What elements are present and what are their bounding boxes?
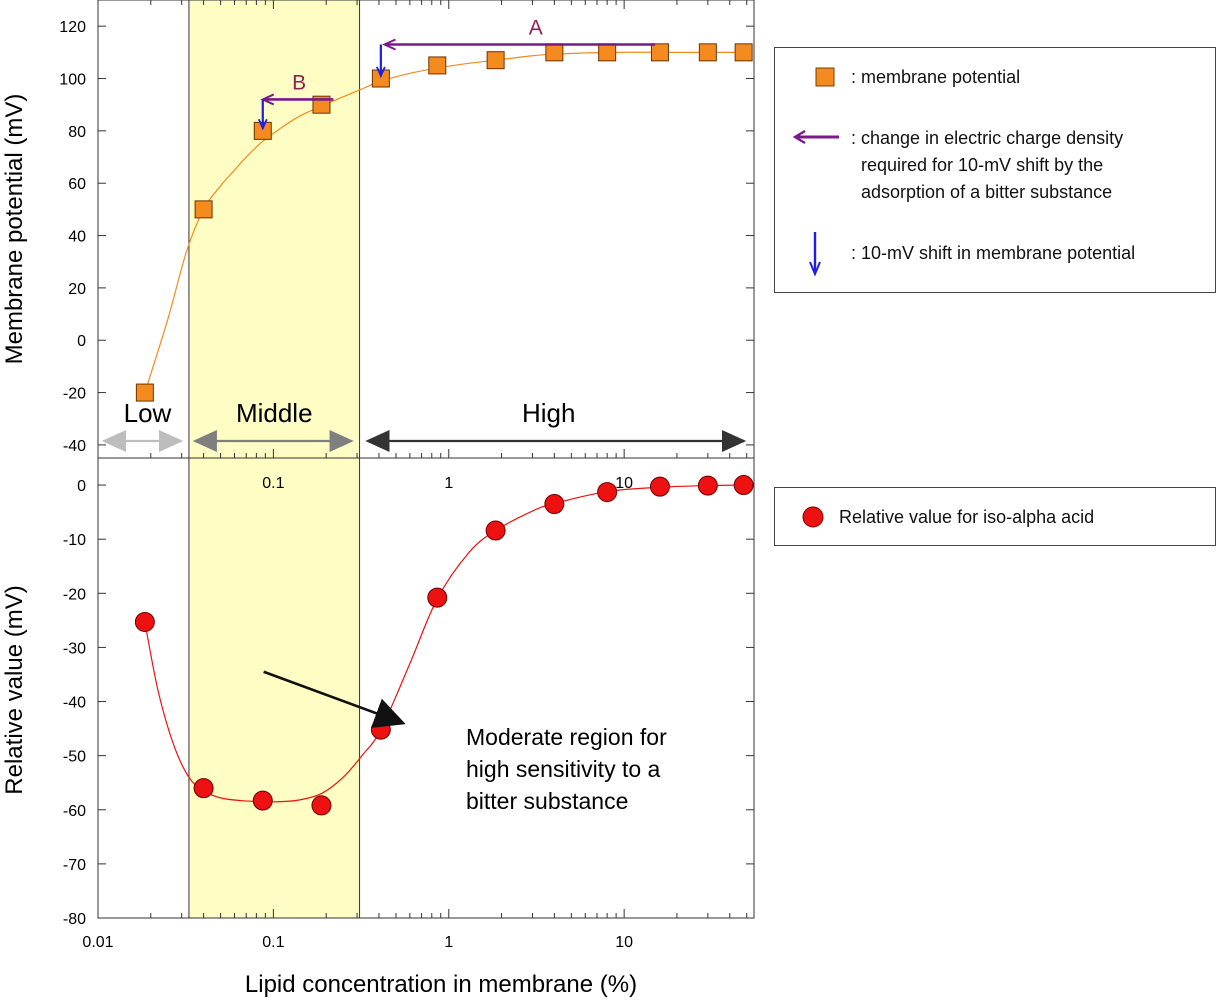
top-y-axis: -40 -20 0 20 40 60 80 100 120 <box>59 19 754 455</box>
top-y-tick-label: 20 <box>68 281 86 298</box>
relative-value-point <box>485 520 506 541</box>
relative-value-point <box>427 587 448 608</box>
bottom-x-tick-label: 1 <box>444 934 453 951</box>
region-label-low: Low <box>124 398 172 428</box>
top-y-tick-label: 60 <box>68 176 86 193</box>
relative-value-point <box>597 482 618 503</box>
legend-label-iso-alpha-acid: Relative value for iso-alpha acid <box>839 507 1095 527</box>
membrane-potential-point <box>486 51 505 70</box>
relative-value-point <box>733 475 754 496</box>
bottom-y-tick-label: -20 <box>63 586 86 603</box>
charge-shift-annotations: AB <box>257 16 656 131</box>
top-x-tick-label: 0.1 <box>262 475 284 492</box>
middle-region-shade <box>188 0 361 919</box>
relative-value-point <box>649 476 670 497</box>
bottom-y-tick-label: -50 <box>63 749 86 766</box>
membrane-potential-point <box>428 56 447 75</box>
top-panel: -40 -20 0 20 40 60 80 100 120 0.1 1 10 Low Middle Hi… <box>1 0 755 492</box>
bottom-x-axis: 0.01 0.1 1 10 <box>82 909 748 951</box>
bottom-plot-frame <box>97 457 755 919</box>
shift-arrowhead <box>376 66 386 79</box>
top-x-tick-label: 1 <box>444 475 453 492</box>
legend-label-charge-density-line-3: adsorption of a bitter substance <box>861 182 1113 202</box>
relative-value-point <box>697 475 718 496</box>
annotation-arrow <box>263 670 406 728</box>
legend-top: : membrane potential : change in electri… <box>774 47 1216 293</box>
shift-arrowhead <box>257 118 268 131</box>
annotation-text-line: Moderate region for <box>466 724 667 750</box>
bottom-x-tick-label: 10 <box>615 934 633 951</box>
bottom-panel: -80 -70 -60 -50 -40 -30 -20 -10 0 0.01 0.1 1 10 Mod… <box>1 457 755 998</box>
legend-bottom: Relative value for iso-alpha acid <box>774 487 1216 546</box>
membrane-potential-point <box>545 43 564 62</box>
bottom-y-tick-label: -70 <box>63 857 86 874</box>
top-x-axis: 0.1 1 10 <box>97 0 748 492</box>
annotation-label-b: B <box>292 71 306 94</box>
x-axis-label: Lipid concentration in membrane (%) <box>245 971 637 998</box>
red-circle-marker-icon <box>802 506 824 528</box>
bottom-y-tick-label: -80 <box>63 911 86 928</box>
bottom-y-tick-label: -60 <box>63 803 86 820</box>
bottom-x-tick-label: 0.1 <box>262 934 284 951</box>
membrane-potential-point <box>698 43 717 62</box>
annotation-label-a: A <box>529 16 543 39</box>
region-arrows: Low Middle High <box>101 398 747 452</box>
legend-label-charge-density-line-1: : change in electric charge density <box>851 128 1124 148</box>
membrane-potential-points <box>135 43 753 402</box>
charge-arrowhead-b <box>260 93 275 106</box>
top-y-tick-label: -20 <box>63 386 86 403</box>
relative-value-point <box>311 795 332 816</box>
relative-value-point <box>252 790 273 811</box>
legend-label-10mv-shift: : 10-mV shift in membrane potential <box>851 243 1136 263</box>
orange-square-marker-icon <box>815 67 835 87</box>
top-x-tick-label: 10 <box>615 475 633 492</box>
top-y-tick-label: -40 <box>63 438 86 455</box>
membrane-potential-point <box>135 383 154 402</box>
top-y-tick-label: 40 <box>68 229 86 246</box>
top-y-tick-label: 80 <box>68 124 86 141</box>
legend-label-membrane-potential: : membrane potential <box>851 67 1021 87</box>
bottom-y-axis-label: Relative value (mV) <box>1 585 28 794</box>
top-y-tick-label: 0 <box>77 333 86 350</box>
top-y-tick-label: 120 <box>59 19 86 36</box>
blue-down-arrow-icon <box>809 232 821 277</box>
membrane-potential-point <box>734 43 753 62</box>
charge-arrowhead-a <box>382 38 396 51</box>
relative-value-point <box>370 719 391 740</box>
relative-value-point <box>134 611 155 632</box>
annotation-text-line: high sensitivity to a <box>466 756 661 782</box>
bottom-y-tick-label: -40 <box>63 695 86 712</box>
annotation-text-line: bitter substance <box>466 788 628 814</box>
bottom-y-axis: -80 -70 -60 -50 -40 -30 -20 -10 0 <box>63 478 754 928</box>
moderate-region-annotation: Moderate region for high sensitivity to a… <box>263 670 667 814</box>
bottom-y-tick-label: 0 <box>77 478 86 495</box>
relative-value-point <box>193 778 214 799</box>
relative-value-points <box>134 475 754 816</box>
membrane-potential-point <box>598 43 617 62</box>
purple-left-arrow-icon <box>792 129 839 145</box>
legend-label-charge-density-line-2: required for 10-mV shift by the <box>861 155 1104 175</box>
region-label-high: High <box>522 398 575 428</box>
top-y-axis-label: Membrane potential (mV) <box>1 94 28 365</box>
membrane-potential-point <box>194 200 213 219</box>
region-label-middle: Middle <box>236 398 313 428</box>
bottom-y-tick-label: -10 <box>63 532 86 549</box>
membrane-potential-point <box>650 43 669 62</box>
top-y-tick-label: 100 <box>59 72 86 89</box>
bottom-x-tick-label: 0.01 <box>82 934 113 951</box>
middle-region-rect <box>188 0 361 919</box>
relative-value-point <box>544 494 565 514</box>
bottom-y-tick-label: -30 <box>63 640 86 657</box>
